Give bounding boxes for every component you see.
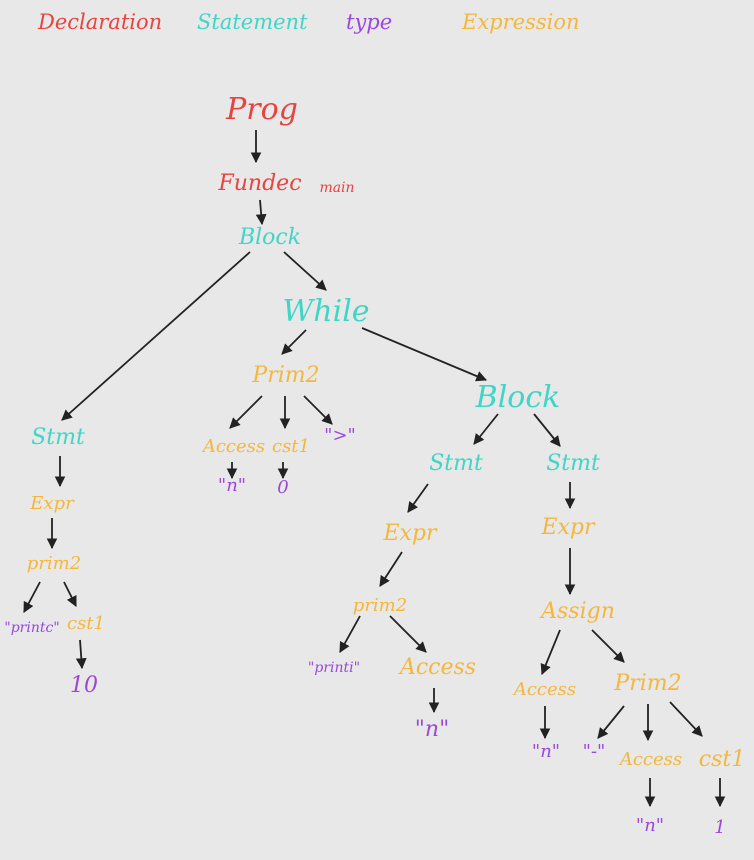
node-n-cond: "n"	[217, 475, 247, 496]
node-while: While	[282, 294, 370, 329]
node-printc: "printc"	[4, 620, 60, 636]
edge-prim2-cst-l	[63, 581, 77, 607]
edge-stmt-expr-m	[407, 483, 429, 513]
edge-prim2-gt	[303, 395, 333, 425]
edge-prim2-cst-r	[669, 701, 703, 737]
node-prim2-cond: Prim2	[252, 363, 320, 388]
edge-prim2-printi	[339, 615, 361, 653]
node-access-cond: Access	[202, 436, 266, 457]
edge-block-stmt-r	[533, 413, 561, 447]
node-expr-mid: Expr	[383, 521, 437, 546]
node-zero: 0	[277, 477, 289, 498]
node-one: 1	[714, 817, 726, 838]
node-prog: Prog	[226, 92, 298, 127]
node-stmt-mid: Stmt	[429, 451, 483, 476]
node-block-inner: Block	[475, 380, 561, 415]
edge-while-block	[361, 327, 487, 382]
node-prim2-left: prim2	[26, 553, 82, 574]
legend-statement: Statement	[197, 10, 308, 34]
edge-prim2-access-m	[389, 615, 427, 653]
legend-type: type	[346, 10, 393, 34]
edge-block-stmt	[61, 251, 251, 421]
node-access-assign: Access	[513, 679, 577, 700]
node-n-right: "n"	[635, 815, 665, 836]
edge-while-prim2	[281, 329, 307, 355]
edge-assign-access	[540, 629, 561, 675]
node-ten: 10	[70, 673, 98, 698]
node-printi: "printi"	[307, 660, 361, 676]
node-block-root: Block	[238, 225, 302, 250]
edge-expr-prim2-m	[379, 551, 403, 587]
node-cst-left: cst1	[66, 613, 106, 634]
edge-block-while	[283, 251, 327, 291]
edge-prim2-access-c	[229, 395, 263, 429]
node-prim2-mid: prim2	[352, 595, 408, 616]
node-fundec-name: main	[319, 180, 355, 196]
legend-expression: Expression	[462, 10, 580, 34]
node-access-right: Access	[619, 749, 683, 770]
node-gt: ">"	[324, 425, 356, 446]
node-assign: Assign	[541, 599, 615, 624]
node-cst-cond: cst1	[271, 436, 311, 457]
edge-block-stmt-m	[473, 413, 499, 445]
node-n-mid: "n"	[414, 717, 450, 742]
edge-assign-prim2	[591, 629, 625, 663]
node-cst-right: cst1	[698, 747, 746, 772]
node-expr-right: Expr	[541, 515, 595, 540]
node-n-assign: "n"	[531, 741, 561, 762]
node-access-mid: Access	[399, 655, 477, 680]
node-prim2-right: Prim2	[614, 671, 682, 696]
node-fundec: Fundec	[218, 171, 302, 196]
edge-prim2-minus	[597, 705, 625, 739]
node-minus: "-"	[582, 741, 606, 762]
edge-cst-ten	[75, 639, 87, 670]
node-stmt-left: Stmt	[31, 425, 85, 450]
edge-fundec-block	[255, 199, 267, 226]
node-stmt-right: Stmt	[546, 451, 600, 476]
edge-prim2-printc	[23, 581, 41, 613]
node-expr-left: Expr	[30, 493, 74, 514]
legend-declaration: Declaration	[38, 10, 163, 34]
